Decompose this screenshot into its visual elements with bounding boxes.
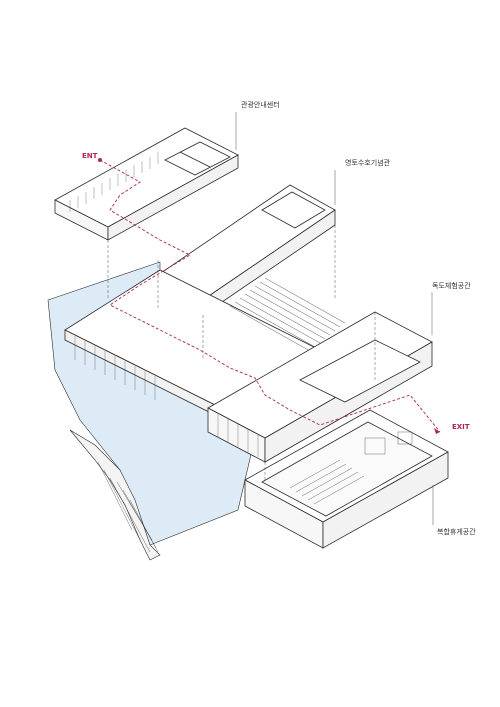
entrance-marker <box>98 158 102 162</box>
dokdo-louvers <box>217 414 259 457</box>
label-dokdo-experience: 독도체험공간 <box>432 282 471 290</box>
label-exit: EXIT <box>452 423 470 431</box>
visitor-route <box>99 159 441 433</box>
rest-space-building <box>244 409 449 549</box>
dokdo-experience-building <box>207 311 433 463</box>
label-memorial: 영토수호기념관 <box>345 159 391 167</box>
rest-seating <box>289 431 413 505</box>
platform-louvers <box>74 336 156 400</box>
label-tourist-info: 관광안내센터 <box>241 101 280 109</box>
exit-arrow-icon <box>434 428 440 434</box>
label-rest-space: 복합휴게공간 <box>437 528 476 536</box>
cliff-hatching <box>97 461 159 553</box>
tourist-info-louvers <box>69 152 159 212</box>
stairs <box>229 277 346 352</box>
tourist-info-building <box>54 127 239 241</box>
leader-lines <box>235 112 434 525</box>
label-entrance: ENT <box>82 152 98 160</box>
dashed-connections <box>107 225 376 480</box>
